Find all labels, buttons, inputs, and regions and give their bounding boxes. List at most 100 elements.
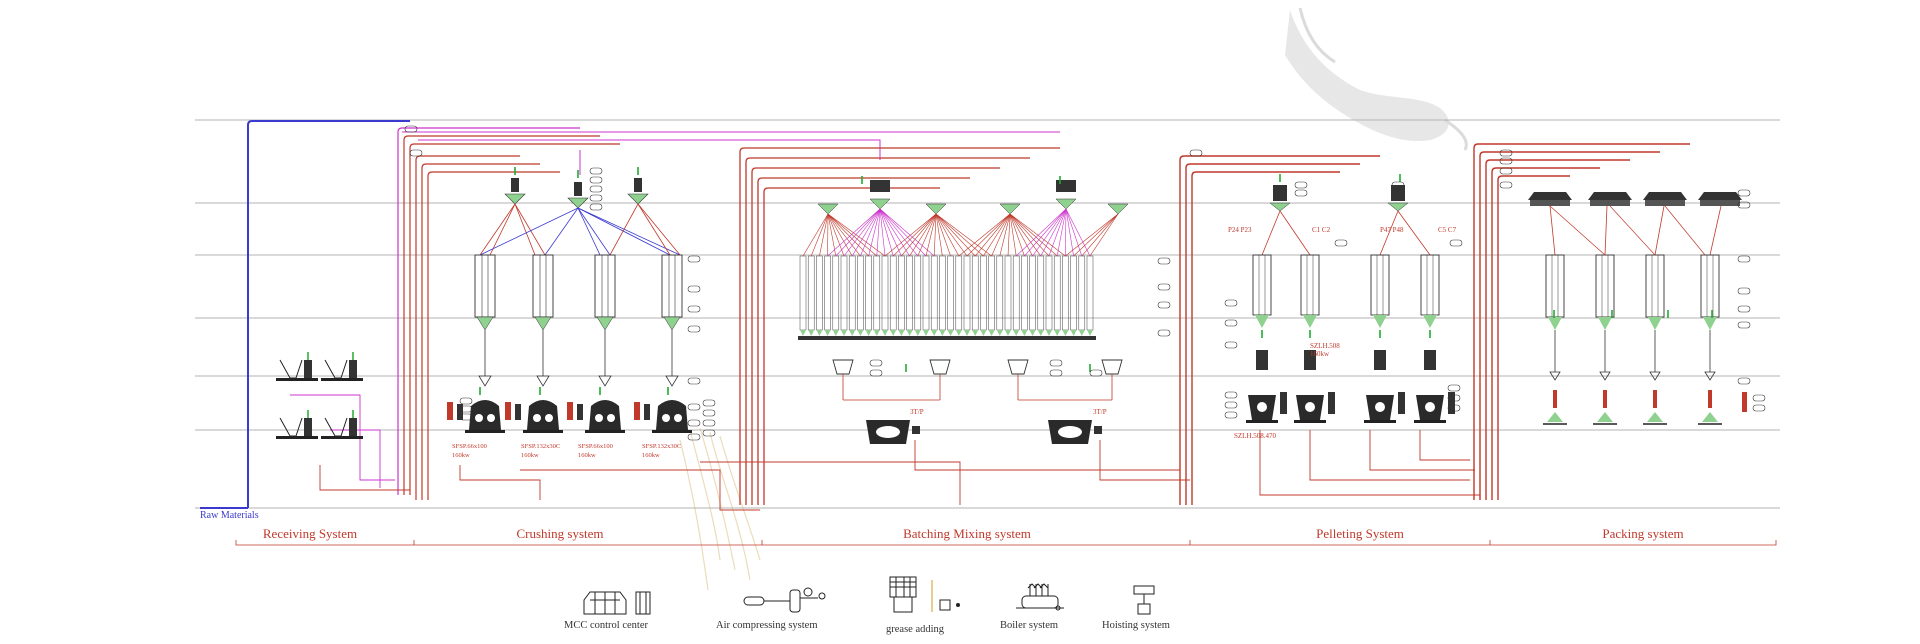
batching-spout bbox=[879, 208, 919, 257]
equipment-tag bbox=[1157, 257, 1171, 265]
batching-spout bbox=[1040, 208, 1067, 257]
bin-cone bbox=[1255, 315, 1269, 328]
batching-bin-cone bbox=[800, 330, 806, 336]
cooler bbox=[1448, 392, 1455, 414]
batching-bin-cone bbox=[1078, 330, 1085, 336]
equipment-tag bbox=[459, 397, 473, 405]
mill-base bbox=[523, 430, 563, 433]
batching-bin-cone bbox=[824, 330, 831, 336]
packing-sifter-frame bbox=[1590, 200, 1630, 206]
conveyor-path bbox=[409, 143, 620, 495]
batching-bin-cone bbox=[964, 330, 970, 336]
batching-spout bbox=[909, 213, 937, 257]
mill-motor bbox=[475, 414, 483, 422]
storage-bin bbox=[532, 254, 554, 318]
conveyor-path bbox=[1185, 163, 1360, 505]
bag-sewing-machine bbox=[1702, 412, 1718, 422]
batching-spout bbox=[819, 213, 829, 257]
batching-spout bbox=[827, 213, 869, 257]
batching-bin bbox=[1004, 255, 1012, 331]
packing-sifter-frame bbox=[1645, 200, 1685, 206]
distribution-spout bbox=[514, 203, 546, 256]
batching-bin bbox=[840, 255, 848, 331]
robot-hand-watermark bbox=[1285, 7, 1468, 151]
batching-spout bbox=[1009, 213, 1025, 257]
batching-bin-cone bbox=[832, 330, 839, 336]
batching-distributor bbox=[869, 198, 891, 210]
batching-spout bbox=[827, 213, 837, 257]
batching-bin-cone bbox=[914, 330, 921, 336]
batching-spout bbox=[827, 213, 886, 257]
batching-spout bbox=[1065, 208, 1067, 257]
equipment-tag bbox=[404, 125, 418, 133]
hammer-mill bbox=[527, 400, 559, 430]
pellet-mill-base bbox=[1414, 420, 1446, 423]
pellet-die bbox=[1305, 402, 1315, 412]
batching-spout bbox=[827, 208, 881, 257]
equipment-tag bbox=[1224, 401, 1238, 409]
distribution-spout bbox=[489, 203, 516, 256]
intake-conveyor bbox=[276, 436, 318, 439]
batching-spout bbox=[827, 213, 861, 257]
conveyor-path bbox=[427, 171, 560, 500]
equipment-tag bbox=[1224, 299, 1238, 307]
cooler bbox=[1398, 392, 1405, 414]
equipment-tag bbox=[1737, 255, 1751, 263]
equipment-tag bbox=[1737, 287, 1751, 295]
equipment-tag bbox=[1737, 201, 1751, 209]
mixer-motor bbox=[912, 426, 920, 434]
conveyor-path bbox=[1473, 143, 1690, 500]
equipment-tag bbox=[1447, 394, 1461, 402]
raw-material-feed-line bbox=[200, 120, 410, 509]
batching-spout bbox=[983, 213, 1011, 257]
batching-bin bbox=[898, 255, 905, 331]
bin-cone bbox=[1648, 317, 1662, 330]
batching-bin bbox=[1012, 255, 1020, 331]
feeder bbox=[478, 375, 492, 387]
mill-motor bbox=[487, 414, 495, 422]
distributor-hopper bbox=[504, 193, 526, 205]
batching-bin-cone bbox=[1029, 330, 1036, 336]
batching-bin-cone bbox=[955, 330, 962, 336]
crusher-power-2: 160kw bbox=[521, 452, 539, 459]
packing-cross-spout bbox=[1664, 205, 1706, 256]
mixer-motor bbox=[1094, 426, 1102, 434]
pellet-bin bbox=[1300, 254, 1320, 316]
mixer-capacity-2: 3T/P bbox=[1093, 408, 1107, 416]
equipment-tag bbox=[589, 185, 603, 193]
equipment-tag bbox=[687, 285, 701, 293]
feeder-unit bbox=[515, 404, 521, 420]
distributor bbox=[634, 178, 642, 192]
pellet-distributor-hopper bbox=[1269, 202, 1291, 212]
crusher-model-1: SFSP.66x100 bbox=[452, 443, 487, 450]
batching-bin bbox=[1045, 255, 1053, 331]
conveyor-path bbox=[763, 187, 940, 505]
conveyor-path bbox=[745, 157, 1030, 505]
packing-sifter bbox=[1643, 192, 1687, 200]
pellet-die bbox=[1257, 402, 1267, 412]
pellet-distributor bbox=[1273, 185, 1287, 201]
batching-spout bbox=[935, 213, 976, 257]
batching-bin-cone bbox=[1062, 330, 1069, 336]
grease-tank-icon bbox=[889, 576, 960, 613]
feeder bbox=[598, 375, 612, 387]
cooler bbox=[1280, 392, 1287, 414]
batching-bin-cone bbox=[857, 330, 864, 336]
mixer-capacity-1: 3T/P bbox=[910, 408, 924, 416]
finished-bin bbox=[1700, 254, 1720, 318]
batching-spout bbox=[892, 213, 937, 257]
section-batching: Batching Mixing system bbox=[903, 526, 1031, 541]
batching-spout bbox=[935, 213, 943, 257]
conveyor-path bbox=[1497, 175, 1570, 500]
equipment-tag bbox=[1224, 341, 1238, 349]
batching-spout bbox=[1056, 208, 1067, 257]
distributor bbox=[511, 178, 519, 192]
batching-bin bbox=[889, 255, 897, 331]
batching-spout bbox=[879, 208, 910, 257]
conveyor-path bbox=[319, 465, 410, 491]
pellet-mill-base bbox=[1364, 420, 1396, 423]
distribution-spout bbox=[544, 207, 579, 256]
packing-spout bbox=[1709, 205, 1722, 256]
conveyor-path bbox=[330, 429, 381, 488]
batching-distributor bbox=[817, 203, 839, 215]
